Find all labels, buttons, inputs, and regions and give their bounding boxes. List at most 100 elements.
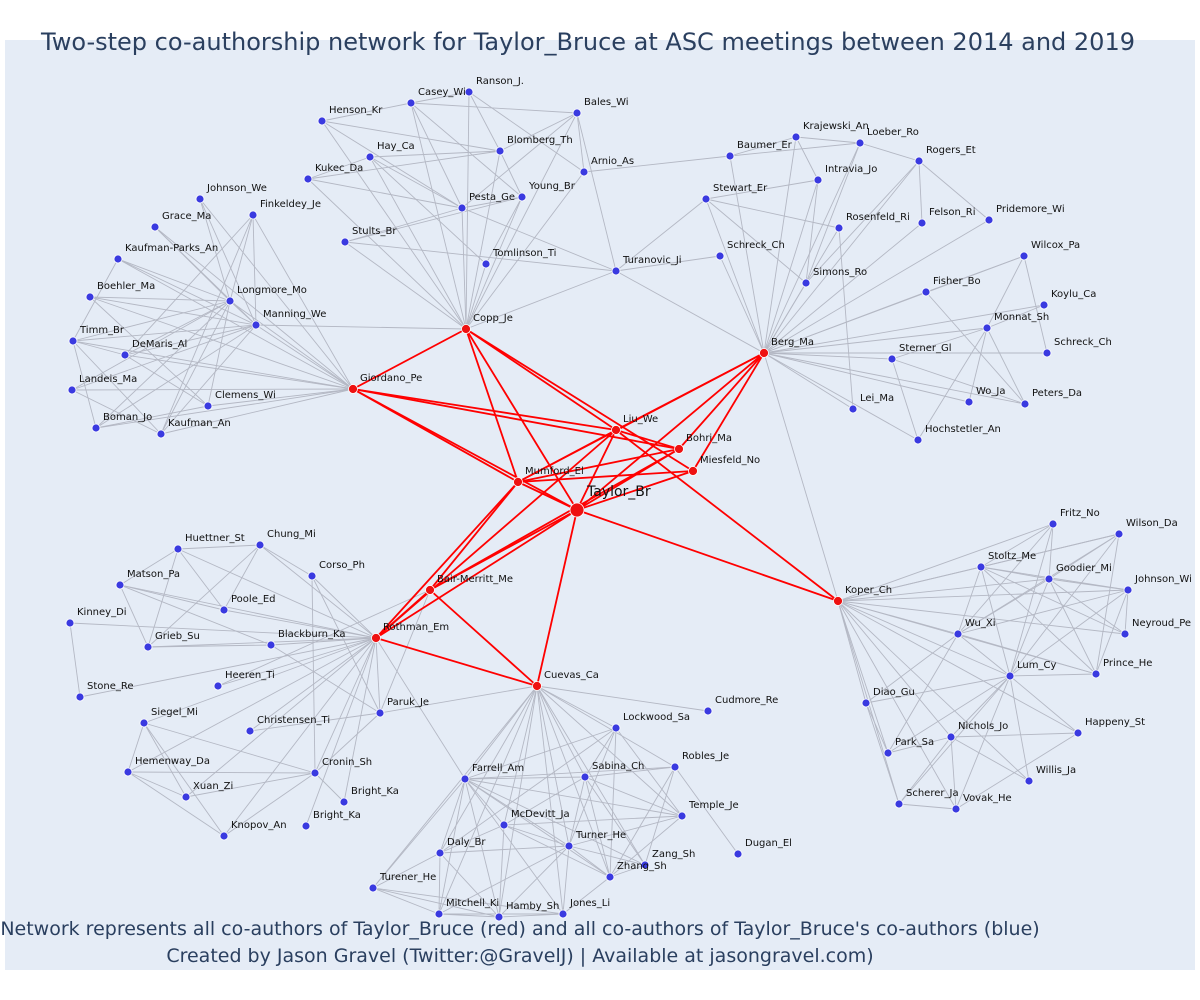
edge-gray <box>838 227 854 410</box>
edge-gray <box>957 523 1054 635</box>
node-blue <box>120 350 130 360</box>
edge-gray <box>763 136 797 354</box>
edge-gray <box>837 589 1129 602</box>
node-blue <box>572 108 582 118</box>
edge-gray <box>369 156 463 209</box>
node-label: Timm_Br <box>79 325 125 336</box>
node-red <box>532 681 542 691</box>
node-label: Johnson_Wi <box>1134 574 1192 585</box>
node-label: Stewart_Er <box>713 183 768 194</box>
edge-gray <box>321 120 501 152</box>
node-label: Koper_Ch <box>845 585 892 596</box>
edge-red <box>615 352 765 431</box>
node-label: Xuan_Zi <box>193 781 233 792</box>
node-label: Zang_Sh <box>652 849 695 860</box>
edge-gray <box>119 584 272 646</box>
node-label: Wu_Xi <box>965 618 996 629</box>
edge-gray <box>307 150 501 180</box>
node-blue <box>219 831 229 841</box>
node-blue <box>861 698 871 708</box>
node-label: Huettner_St <box>185 533 245 544</box>
edge-gray <box>154 226 257 326</box>
edge-gray <box>763 142 861 354</box>
edge-gray <box>503 824 611 878</box>
node-blue <box>611 723 621 733</box>
node-label: Paruk_Je <box>387 697 429 708</box>
node-label: Grieb_Su <box>155 631 200 642</box>
edge-gray <box>503 776 586 826</box>
node-blue <box>481 259 491 269</box>
edge-red <box>352 388 680 450</box>
node-blue <box>375 708 385 718</box>
node-label: Boman_Jo <box>103 412 152 423</box>
edge-gray <box>1009 673 1097 677</box>
node-label: Finkeldey_Je <box>260 199 321 210</box>
edge-gray <box>207 300 231 407</box>
node-label: Nichols_Jo <box>958 721 1008 732</box>
node-blue <box>1039 300 1049 310</box>
edge-red <box>517 448 680 483</box>
node-label: Hay_Ca <box>377 141 415 152</box>
node-label: Casey_Wi <box>418 87 466 98</box>
edge-red <box>352 328 467 390</box>
edge-gray <box>705 179 819 200</box>
edge-gray <box>1048 523 1054 580</box>
node-blue <box>855 138 865 148</box>
node-red <box>833 596 843 606</box>
edge-gray <box>837 600 1079 734</box>
edge-gray <box>1009 523 1054 677</box>
edge-gray <box>980 566 1097 675</box>
edge-gray <box>199 198 231 302</box>
edge-gray <box>1023 255 1048 354</box>
edge-gray <box>117 258 354 390</box>
node-blue <box>677 811 687 821</box>
edge-gray <box>439 852 500 918</box>
edge-gray <box>89 296 209 407</box>
edge-gray <box>127 771 225 837</box>
node-label: Heeren_Ti <box>225 670 275 681</box>
node-blue <box>303 174 313 184</box>
edge-gray <box>270 637 377 646</box>
node-blue <box>921 287 931 297</box>
node-blue <box>203 401 213 411</box>
node-blue <box>67 385 77 395</box>
node-blue <box>499 820 509 830</box>
edge-red <box>375 589 431 639</box>
edge-gray <box>255 324 467 330</box>
edge-gray <box>372 887 440 915</box>
edge-gray <box>536 685 570 847</box>
edge-red <box>615 429 680 450</box>
edge-gray <box>438 685 538 915</box>
edge-gray <box>199 198 354 390</box>
node-blue <box>813 175 823 185</box>
edge-gray <box>576 112 585 173</box>
node-blue <box>494 912 504 922</box>
edge-gray <box>217 589 431 687</box>
node-blue <box>558 909 568 919</box>
edge-gray <box>464 778 505 826</box>
edge-gray <box>568 815 683 847</box>
edge-gray <box>705 198 765 354</box>
edge-gray <box>763 352 854 410</box>
edge-gray <box>1009 675 1030 782</box>
node-label: Sterner_Gl <box>899 343 952 354</box>
node-blue <box>982 323 992 333</box>
edge-gray <box>918 160 923 224</box>
red-edges-layer <box>352 328 839 687</box>
edge-gray <box>763 179 819 354</box>
node-label: Bales_Wi <box>584 97 629 108</box>
edge-gray <box>898 803 957 810</box>
edge-gray <box>185 772 316 798</box>
node-label: Grace_Ma <box>162 211 211 222</box>
edge-gray <box>465 196 523 330</box>
edge-gray <box>311 575 377 639</box>
edge-red <box>429 589 538 687</box>
edge-gray <box>837 600 1126 635</box>
edge-gray <box>372 778 466 889</box>
node-label: Felson_Ri <box>929 207 976 218</box>
edge-gray <box>957 633 1097 675</box>
edge-gray <box>536 685 709 712</box>
node-blue <box>1120 629 1130 639</box>
node-blue <box>307 571 317 581</box>
